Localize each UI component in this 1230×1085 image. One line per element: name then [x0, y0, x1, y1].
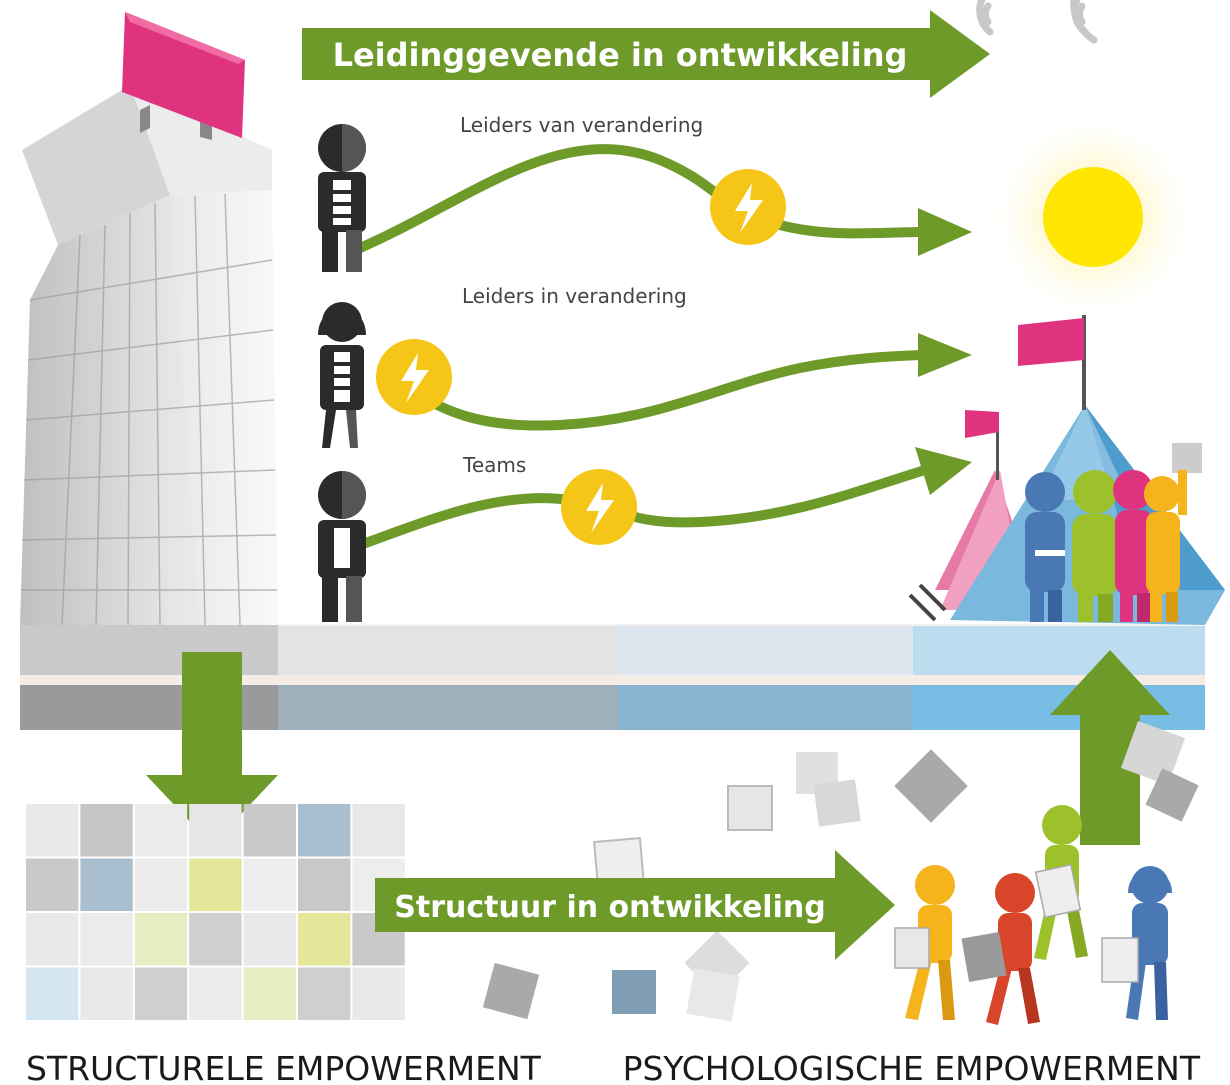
down-arrow	[146, 652, 278, 845]
leadership-development-arrow: Leidinggevende in ontwikkeling	[302, 10, 990, 98]
office-tower	[20, 12, 278, 626]
grid-tile	[80, 913, 133, 966]
path-leaders-in-change: Leiders in verandering	[376, 284, 972, 431]
path-label-teams: Teams	[462, 453, 526, 477]
grid-tile	[243, 858, 296, 911]
path-teams: Teams	[358, 447, 972, 550]
signal-waves-icon	[976, 0, 1098, 44]
structure-development-arrow: Structuur in ontwikkeling	[375, 850, 895, 960]
grid-tile	[189, 858, 242, 911]
walking-people-group	[894, 805, 1172, 1025]
grid-tile	[189, 804, 242, 857]
grid-tile	[352, 967, 405, 1020]
grid-tile	[134, 804, 188, 857]
leader-figure-woman	[318, 302, 366, 448]
grid-tile	[298, 858, 351, 911]
sun-icon	[988, 112, 1198, 322]
grid-tile	[80, 804, 133, 857]
grid-tile	[298, 967, 351, 1020]
structure-grid	[26, 804, 405, 1020]
grid-tile	[298, 913, 351, 966]
floating-tiles	[482, 720, 1199, 1022]
team-members-group	[1025, 470, 1187, 622]
leadership-development-label: Leidinggevende in ontwikkeling	[333, 36, 908, 74]
grid-tile	[134, 858, 188, 911]
grid-tile	[26, 858, 79, 911]
structural-empowerment-label: STRUCTURELE EMPOWERMENT	[26, 1049, 542, 1085]
tent-stake-icon	[908, 583, 947, 622]
psychological-empowerment-label: PSYCHOLOGISCHE EMPOWERMENT	[623, 1049, 1201, 1085]
grid-tile	[80, 967, 133, 1020]
up-arrow	[1050, 650, 1170, 845]
structure-development-label: Structuur in ontwikkeling	[394, 890, 825, 925]
grid-tile	[26, 804, 79, 857]
grid-tile	[134, 913, 188, 966]
grid-tile	[243, 967, 296, 1020]
lightning-icon	[561, 469, 637, 545]
path-label-leaders-in-change: Leiders in verandering	[462, 284, 687, 308]
grid-tile	[80, 858, 133, 911]
lightning-icon	[710, 169, 786, 245]
lightning-icon	[376, 339, 452, 415]
grid-tile	[352, 804, 405, 857]
grid-tile	[189, 913, 242, 966]
grid-tile	[243, 804, 296, 857]
grid-tile	[26, 967, 79, 1020]
grid-tile	[243, 913, 296, 966]
grid-tile	[189, 967, 242, 1020]
path-label-leaders-of-change: Leiders van verandering	[460, 113, 703, 137]
leader-figure-man	[318, 124, 366, 272]
team-member-figure	[318, 471, 366, 622]
grid-tile	[298, 804, 351, 857]
grid-tile	[26, 913, 79, 966]
path-leaders-of-change: Leiders van verandering	[357, 113, 972, 256]
grid-tile	[134, 967, 188, 1020]
team-tent	[908, 315, 1225, 625]
